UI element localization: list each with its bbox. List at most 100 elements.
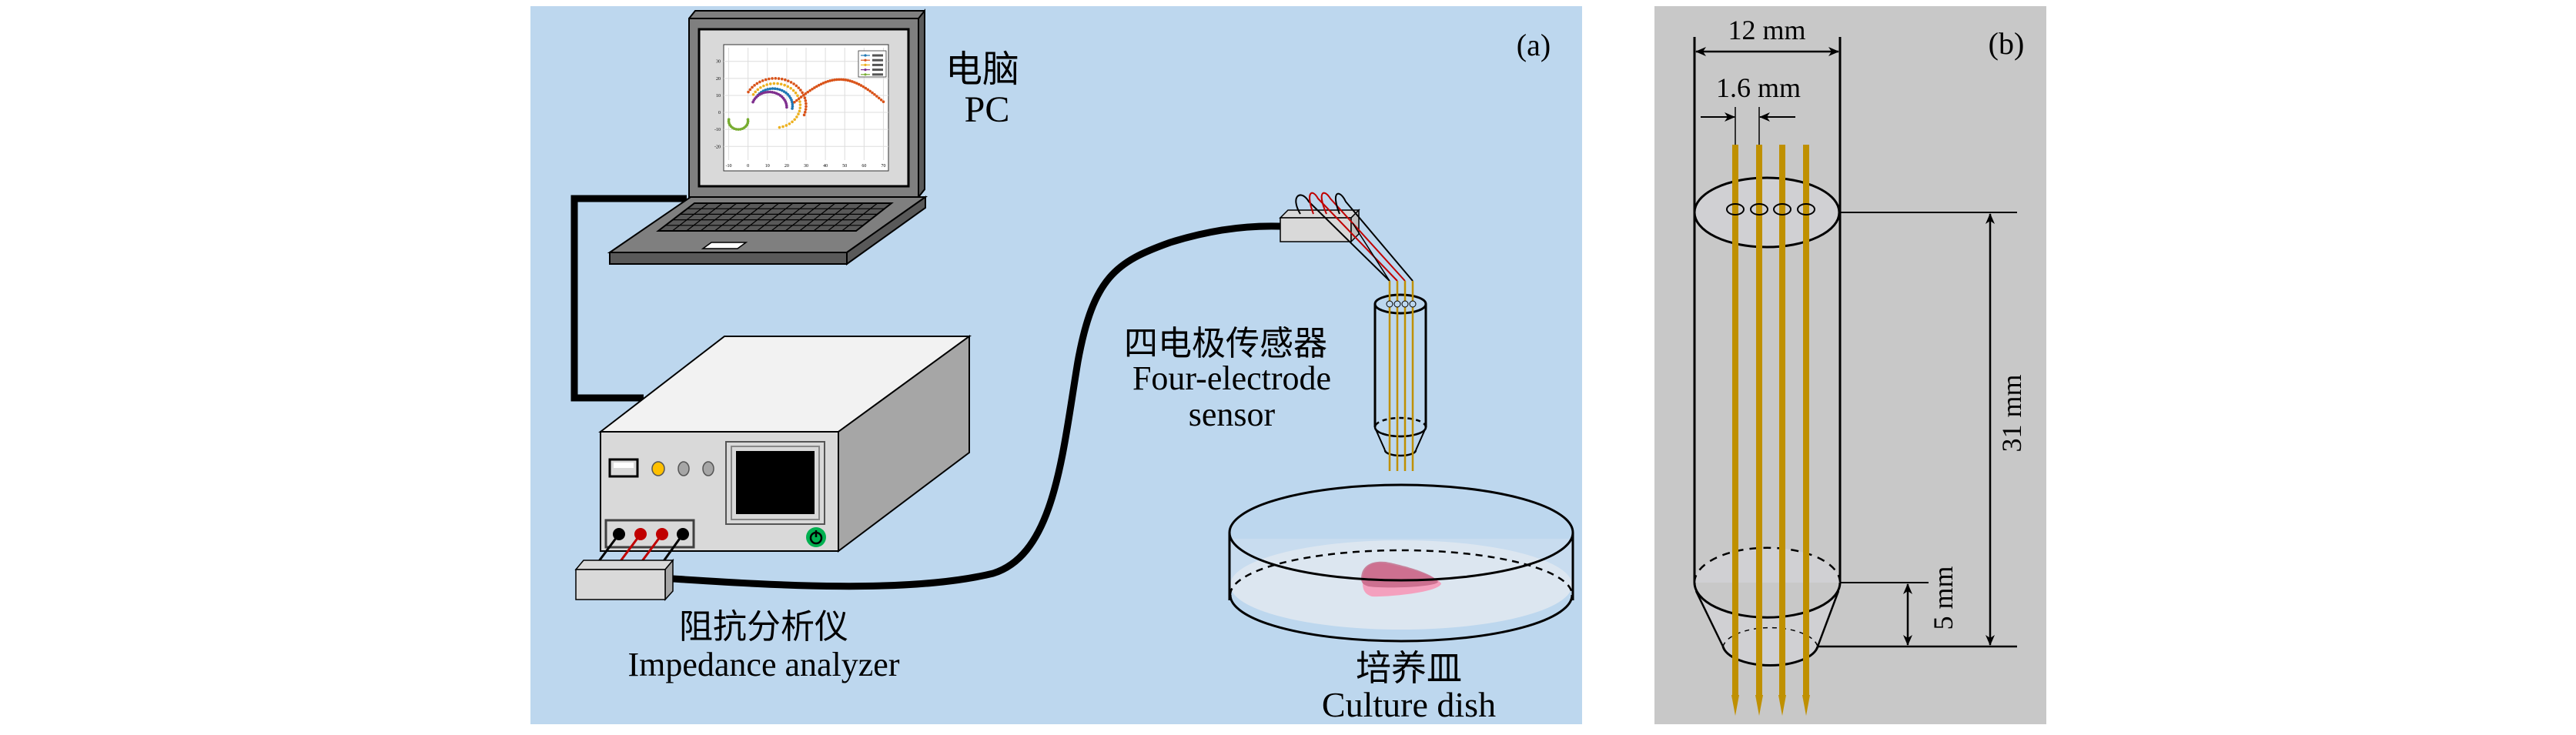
series-point: [799, 89, 802, 92]
usb-cable: [570, 195, 687, 402]
series-point: [868, 89, 871, 93]
keyboard-col-line: [700, 202, 738, 232]
electrode: [1779, 145, 1785, 695]
series-point: [755, 82, 759, 85]
keyboard-col-line: [714, 202, 751, 232]
series-point: [768, 82, 772, 85]
keyboard-col-line: [841, 202, 878, 232]
series-point: [751, 85, 754, 89]
electrode: [1756, 145, 1762, 695]
series-point: [762, 91, 765, 95]
series-point: [778, 88, 781, 92]
y-tick-label: 20: [716, 77, 721, 82]
series-point: [864, 86, 868, 90]
series-point: [781, 89, 784, 92]
series-point: [798, 106, 802, 110]
series-point: [805, 105, 808, 109]
series-point: [861, 85, 865, 89]
series-point: [798, 109, 801, 113]
legend-text-placeholder: [872, 54, 883, 57]
series-point: [791, 89, 795, 92]
electrode-hole: [1750, 203, 1768, 215]
series-point: [792, 82, 795, 85]
series-point: [783, 83, 786, 87]
dimension-length: 31 mm: [1818, 212, 2027, 648]
series-point: [785, 124, 788, 127]
dimension-width-label: 12 mm: [1728, 15, 1805, 45]
series-point: [811, 87, 814, 91]
dimension-spacing: 1.6 mm: [1701, 72, 1801, 145]
electrode-tip: [1778, 695, 1786, 716]
series-point: [789, 81, 793, 84]
series-point: [751, 93, 755, 96]
series-point: [766, 90, 770, 94]
series-point: [777, 77, 781, 80]
series-point: [866, 88, 870, 92]
sensor-cable: [672, 222, 1281, 590]
legend-marker: [864, 58, 867, 62]
dimension-length-label: 31 mm: [1996, 374, 2027, 452]
series-point: [875, 95, 878, 98]
series-point: [786, 79, 790, 82]
sensor-label-zh: 四电极传感器: [1124, 325, 1327, 362]
electrode: [1732, 145, 1738, 695]
keyboard-col-line: [728, 202, 765, 232]
analyzer-label-zh: 阻抗分析仪: [679, 608, 848, 646]
legend-text-placeholder: [872, 73, 883, 76]
series-point: [828, 79, 831, 82]
pc-label-en: PC: [965, 89, 1010, 130]
series-point: [771, 91, 774, 94]
series-point: [815, 85, 818, 89]
y-tick-label: -20: [714, 145, 721, 149]
keyboard-col-line: [813, 202, 850, 232]
series-point: [855, 82, 858, 85]
series-point: [791, 120, 794, 124]
series-point: [801, 91, 804, 95]
series-point: [768, 90, 772, 94]
series-point: [821, 82, 825, 85]
series-point: [799, 95, 803, 99]
series-point: [839, 78, 843, 82]
series-point: [768, 77, 771, 81]
legend-text-placeholder: [872, 63, 883, 66]
series-point: [824, 80, 828, 84]
keyboard-col-line: [799, 202, 836, 232]
x-tick-label: 20: [785, 164, 789, 169]
impedance-analyzer: [574, 335, 972, 601]
series-point: [831, 79, 834, 82]
dimension-tip: 5 mm: [1841, 566, 1959, 646]
y-tick-label: 0: [718, 111, 721, 115]
indicator-led-yellow: [651, 461, 665, 476]
electrode-hole: [1386, 300, 1393, 308]
legend-marker: [864, 54, 867, 57]
series-point: [791, 100, 794, 104]
x-tick-label: 50: [842, 164, 847, 169]
series-point: [871, 91, 874, 95]
series-point: [779, 82, 783, 86]
series-point: [786, 85, 790, 89]
y-tick-label: 10: [716, 94, 721, 99]
series-point: [877, 96, 881, 100]
series-point: [772, 82, 776, 85]
series-point: [795, 115, 798, 119]
series-point: [761, 79, 764, 82]
series-point: [835, 78, 838, 82]
series-point: [793, 118, 797, 122]
series-point: [737, 128, 740, 131]
series-point: [801, 94, 805, 97]
electrode-hole: [1773, 203, 1791, 215]
dimension-spacing-label: 1.6 mm: [1716, 72, 1801, 103]
series-point: [804, 108, 808, 111]
analyzer-label-en: Impedance analyzer: [628, 646, 900, 683]
series-point: [759, 85, 762, 89]
electrode-tip: [1802, 695, 1810, 716]
series-point: [804, 110, 807, 114]
legend-marker: [864, 63, 867, 66]
series-point: [764, 89, 768, 92]
x-tick-label: 0: [747, 164, 749, 169]
electrode-hole: [1409, 300, 1417, 308]
series-point: [771, 87, 774, 90]
series-point: [804, 92, 808, 95]
series-point: [837, 78, 841, 82]
